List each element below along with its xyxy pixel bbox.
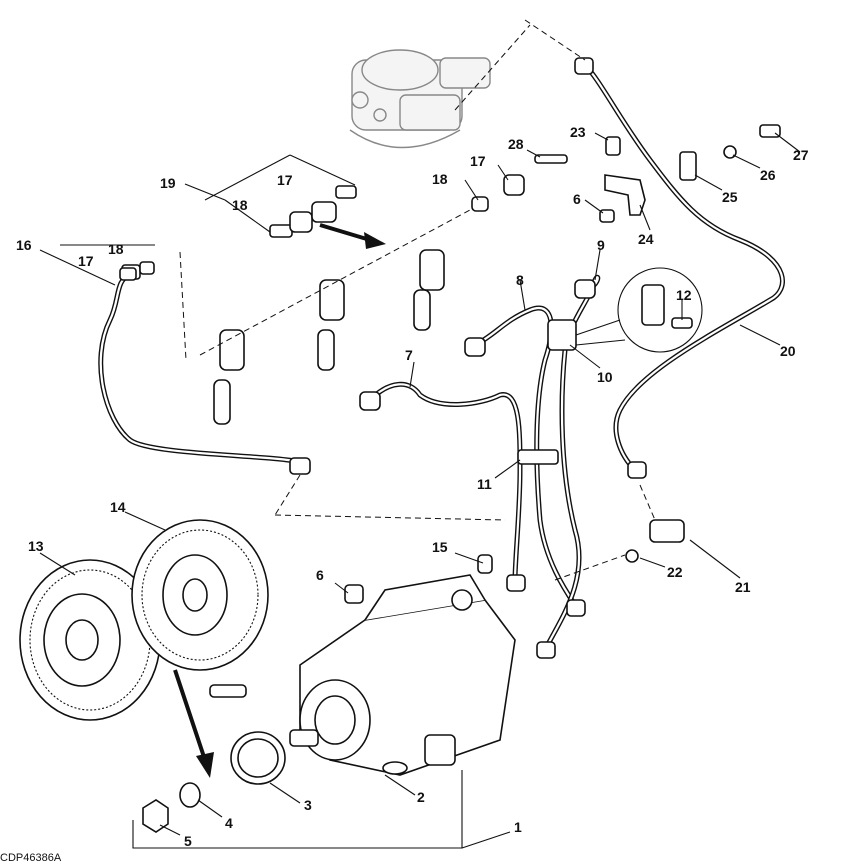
callout-28: 28 [508, 136, 524, 152]
nozzle-fitting-assembly-16 [119, 261, 155, 281]
callout-2: 2 [417, 789, 425, 805]
callout-15: 15 [432, 539, 448, 555]
callout-leaders [39, 132, 801, 836]
callout-25: 25 [722, 189, 738, 205]
clamp-11 [517, 449, 559, 465]
injection-lines [98, 62, 785, 653]
callout-17a: 17 [277, 172, 293, 188]
drive-gear-13 [19, 559, 161, 721]
callout-27: 27 [793, 147, 809, 163]
callout-17c: 17 [470, 153, 486, 169]
callout-6b: 6 [573, 191, 581, 207]
callout-17b: 17 [78, 253, 94, 269]
callout-9: 9 [597, 237, 605, 253]
callout-18a: 18 [232, 197, 248, 213]
callout-12: 12 [676, 287, 692, 303]
callout-11: 11 [477, 476, 492, 492]
callout-26: 26 [760, 167, 776, 183]
bracket-25 [679, 124, 781, 181]
nozzle-fitting-assembly-19 [269, 185, 357, 238]
idler-gear-14 [131, 519, 269, 671]
washer-4 [179, 782, 201, 808]
figure-id: CDP46386A [0, 852, 62, 862]
callout-6a: 6 [316, 567, 324, 583]
clamp-detail-circle [575, 267, 703, 353]
arrow-icon [319, 223, 386, 249]
bracket-24 [599, 136, 646, 223]
callout-23: 23 [570, 124, 586, 140]
callout-18b: 18 [108, 241, 124, 257]
callout-8: 8 [516, 272, 524, 288]
callout-3: 3 [304, 797, 312, 813]
clamp-10 [547, 319, 577, 351]
callout-19: 19 [160, 175, 176, 191]
arrow-icon-lower [173, 669, 214, 778]
callout-16: 16 [16, 237, 32, 253]
gasket-3 [230, 731, 286, 785]
nut-5 [142, 799, 169, 833]
callout-5: 5 [184, 833, 192, 849]
callout-18c: 18 [432, 171, 448, 187]
callout-7: 7 [405, 347, 413, 363]
fuel-injection-pump [209, 554, 516, 776]
callout-21: 21 [735, 579, 751, 595]
callout-1: 1 [514, 819, 522, 835]
callout-20: 20 [780, 343, 796, 359]
injection-nozzles [213, 249, 445, 425]
callout-4: 4 [225, 815, 233, 831]
callout-22: 22 [667, 564, 683, 580]
callout-13: 13 [28, 538, 44, 554]
callout-10: 10 [597, 369, 613, 385]
callout-14: 14 [110, 499, 126, 515]
callout-24: 24 [638, 231, 654, 247]
seal-17-18 [471, 154, 568, 212]
fitting-21 [625, 519, 685, 563]
callout-labels: 1 2 3 4 5 6 6 7 8 9 10 11 12 13 14 15 16… [0, 124, 809, 862]
engine-housing-outline [349, 49, 491, 149]
